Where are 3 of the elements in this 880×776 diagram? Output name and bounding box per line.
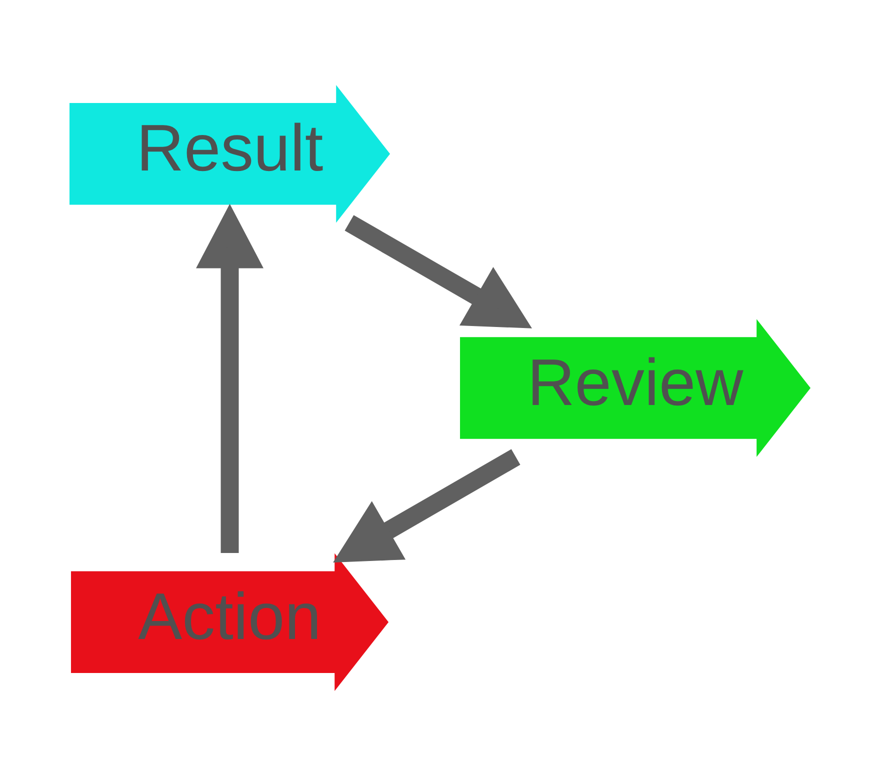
arrow	[333, 449, 520, 562]
arrow	[344, 215, 532, 328]
arrow	[196, 204, 264, 554]
